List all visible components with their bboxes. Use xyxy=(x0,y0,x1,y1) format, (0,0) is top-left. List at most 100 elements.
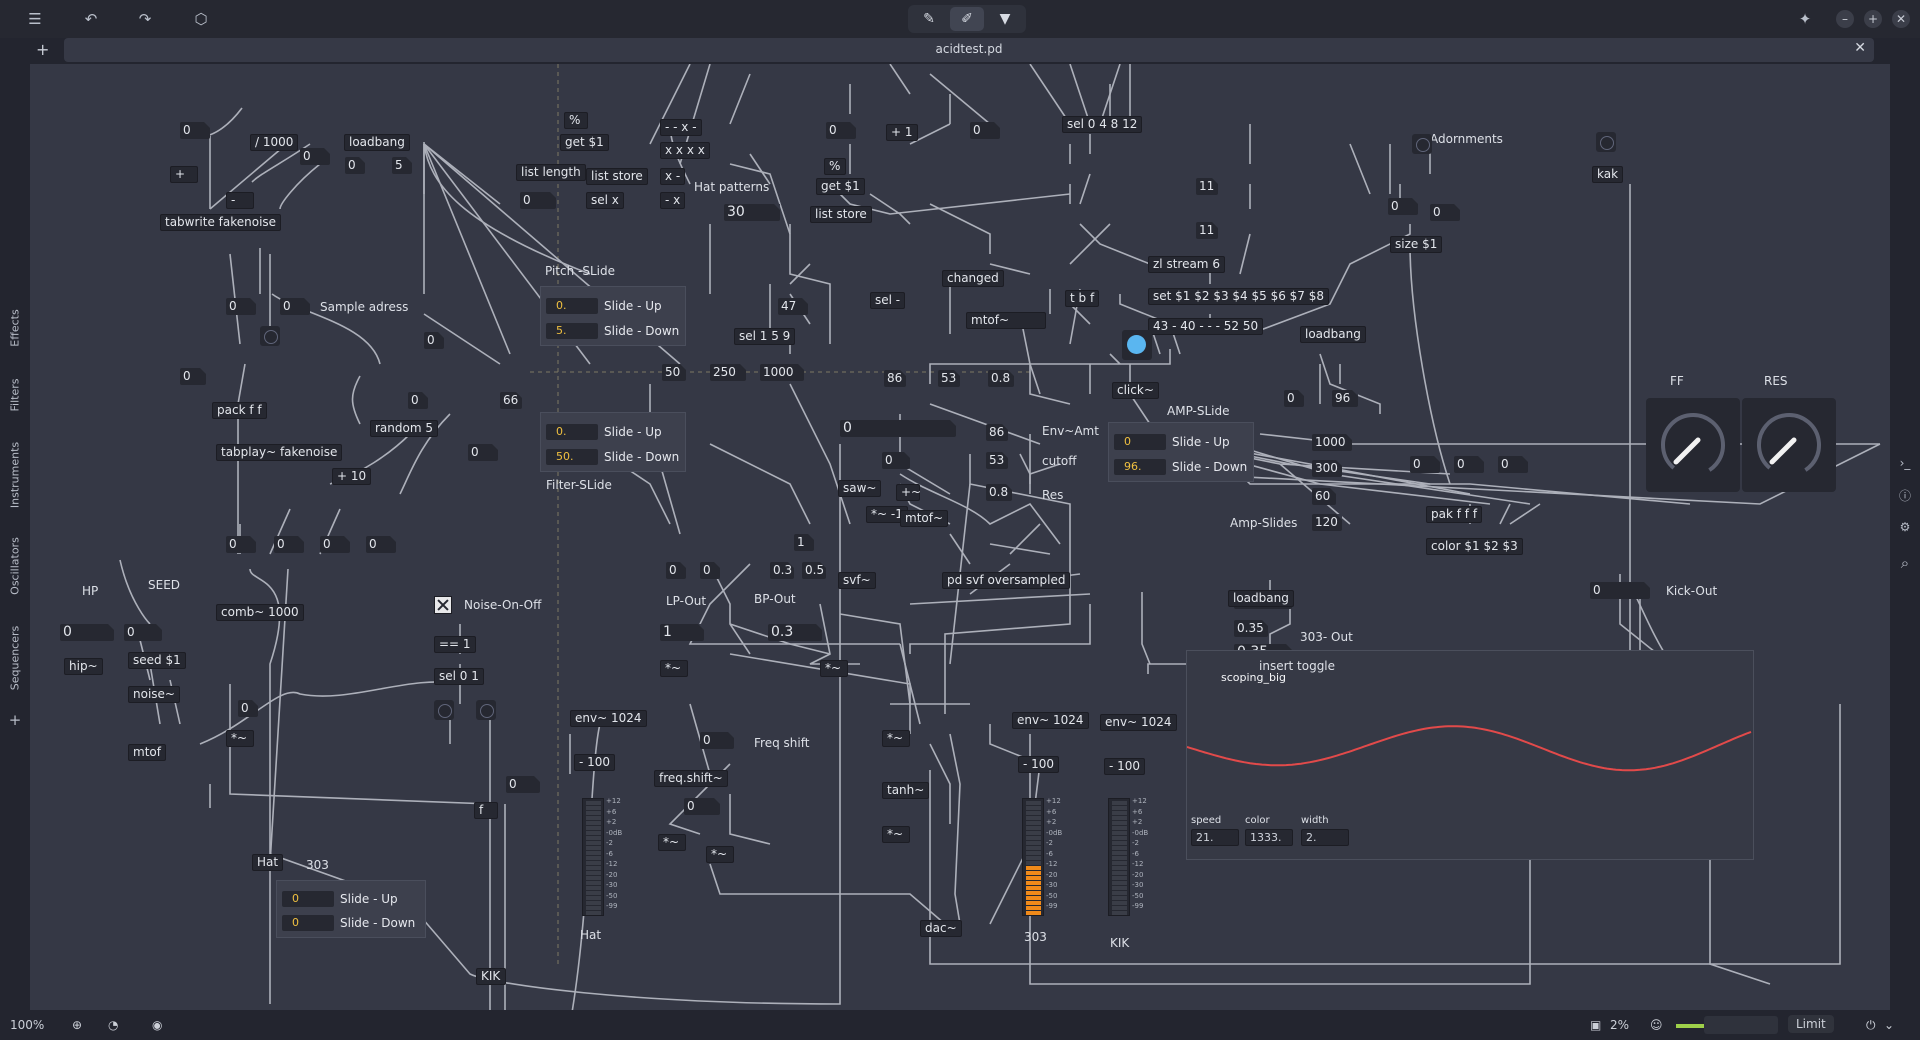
number-box-86[interactable]: 86 xyxy=(884,370,906,387)
number-box[interactable]: 0 xyxy=(1388,198,1418,215)
number-box-bp[interactable]: 0.3 xyxy=(768,624,822,641)
sidebar-tab-sequencers[interactable]: Sequencers xyxy=(8,625,22,691)
object-plus[interactable]: + xyxy=(170,166,198,183)
sidebar-add-icon[interactable]: + xyxy=(8,711,22,729)
bang-noise-0[interactable] xyxy=(434,700,454,720)
object-saw[interactable]: saw~ xyxy=(838,480,882,497)
object-click-noise[interactable]: Hat xyxy=(252,854,284,871)
object-get-2[interactable]: get $1 xyxy=(816,178,865,195)
object-mul-sig-final[interactable]: KIK xyxy=(476,968,506,985)
object-sel-0-1[interactable]: sel 0 1 xyxy=(434,668,484,685)
number-box[interactable]: 0 xyxy=(320,536,350,553)
object-minus-100-hat[interactable]: - 100 xyxy=(574,754,616,771)
object-dash-x[interactable]: - - x - xyxy=(660,119,702,136)
object-seed[interactable]: seed $1 xyxy=(128,652,186,669)
number-box[interactable]: 0 xyxy=(408,392,428,409)
number-box[interactable]: 0 xyxy=(468,444,498,461)
presentation-mode-icon[interactable]: ▼ xyxy=(999,11,1011,27)
bang-adorn[interactable] xyxy=(1412,134,1432,154)
object-svf[interactable]: svf~ xyxy=(838,572,876,589)
maximize-button[interactable]: + xyxy=(1864,10,1882,28)
object-env-kik[interactable]: env~ 1024 xyxy=(1100,714,1177,731)
number-box[interactable]: 0 xyxy=(180,368,206,385)
object-loadbang-2[interactable]: loadbang xyxy=(1300,326,1366,343)
object-loadbang[interactable]: loadbang xyxy=(344,134,410,151)
object-tabwrite[interactable]: tabwrite fakenoise xyxy=(160,214,282,231)
object-mul-sig-lp[interactable]: *~ xyxy=(660,660,688,677)
number-box-03[interactable]: 0.3 xyxy=(770,562,794,579)
number-box-05[interactable]: 0.5 xyxy=(802,562,826,579)
redo-icon[interactable]: ↷ xyxy=(138,10,152,28)
object-eq-one[interactable]: == 1 xyxy=(434,636,476,653)
number-box[interactable]: 0 xyxy=(274,536,304,553)
object-minus-x[interactable]: - x xyxy=(660,192,686,209)
object-freq-shift[interactable]: freq.shift~ xyxy=(654,770,728,787)
power-chevron-icon[interactable]: ⌄ xyxy=(1884,1018,1895,1032)
object-mul-sig-out[interactable]: *~ xyxy=(882,826,910,843)
patch-canvas[interactable]: 0 / 1000 0 loadbang 0 5 + - tabwrite fak… xyxy=(30,64,1890,1010)
filter-slide-up-value[interactable]: 0. xyxy=(546,424,598,440)
settings-icon[interactable]: ⚙ xyxy=(1899,520,1911,534)
number-box-seed[interactable]: 0 xyxy=(124,624,162,641)
object-modulo[interactable]: % xyxy=(564,112,588,129)
object-get[interactable]: get $1 xyxy=(560,134,609,151)
power-icon[interactable]: ⏻ xyxy=(1866,1018,1876,1032)
zoom-level[interactable]: 100% xyxy=(10,1018,45,1032)
object-sel-1-5-9[interactable]: sel 1 5 9 xyxy=(734,328,796,345)
object-click[interactable]: click~ xyxy=(1112,382,1159,399)
number-box-hat[interactable]: 30 xyxy=(724,204,780,221)
number-box[interactable]: 0 xyxy=(1430,204,1460,221)
number-box-035-b[interactable]: 0.35 xyxy=(1234,620,1268,637)
object-mtof[interactable]: mtof~ xyxy=(966,312,1046,329)
number-box[interactable]: 0 xyxy=(180,122,210,139)
number-box[interactable]: 0 xyxy=(366,536,396,553)
object-mtof-hp[interactable]: hip~ xyxy=(64,658,103,675)
toggle-noise[interactable] xyxy=(434,596,452,614)
sidebar-tab-oscillators[interactable]: Oscillators xyxy=(8,537,22,595)
number-box[interactable]: 11 xyxy=(1196,222,1218,239)
number-box[interactable]: 0 xyxy=(1454,456,1484,473)
object-set-list[interactable]: set $1 $2 $3 $4 $5 $6 $7 $8 xyxy=(1148,288,1330,305)
number-box[interactable]: 0 xyxy=(1410,456,1440,473)
console-icon[interactable]: ›_ xyxy=(1899,456,1911,470)
sidebar-tab-effects[interactable]: Effects xyxy=(8,309,22,347)
number-box-50[interactable]: 50 xyxy=(662,364,686,381)
tab-acidtest[interactable]: acidtest.pd ✕ xyxy=(64,38,1874,62)
number-box[interactable]: 0 xyxy=(1498,456,1528,473)
number-box[interactable]: 0 xyxy=(700,562,720,579)
face-icon[interactable]: ☺ xyxy=(1650,1018,1663,1032)
number-box[interactable]: 0 xyxy=(666,562,686,579)
object-sel-dash[interactable]: sel - xyxy=(870,292,906,309)
object-mul-sig-fs-b[interactable]: *~ xyxy=(706,846,734,863)
number-box-freq[interactable]: 0 xyxy=(700,732,734,749)
number-box[interactable]: 0 xyxy=(882,452,910,469)
amp-slide-down-value[interactable]: 96. xyxy=(1114,459,1166,475)
object-sel-0-4-8-12[interactable]: sel 0 4 8 12 xyxy=(1062,116,1143,133)
number-box[interactable]: 0 xyxy=(226,536,256,553)
minimize-button[interactable]: – xyxy=(1836,10,1854,28)
pitch-slide-down-value[interactable]: 5. xyxy=(546,323,598,339)
object-tanh[interactable]: tanh~ xyxy=(882,782,930,799)
object-modulo-2[interactable]: % xyxy=(824,158,846,175)
pitch-slide-up-value[interactable]: 0. xyxy=(546,298,598,314)
number-box-53[interactable]: 53 xyxy=(938,370,960,387)
object-mul-neg1[interactable]: *~ -1 xyxy=(866,506,908,523)
knob-ff[interactable] xyxy=(1646,398,1740,492)
number-box-lp[interactable]: 1 xyxy=(660,624,704,641)
object-plus-one[interactable]: + 1 xyxy=(886,124,918,141)
number-box[interactable]: 0 xyxy=(424,332,444,349)
filter-slide-down-value[interactable]: 50. xyxy=(546,449,598,465)
sidebar-tab-instruments[interactable]: Instruments xyxy=(8,441,22,509)
edit-mode-icon[interactable]: ✎ xyxy=(923,11,935,27)
knob-res[interactable] xyxy=(1742,398,1836,492)
scope-width-value[interactable]: 2. xyxy=(1301,829,1349,846)
scope-color-value[interactable]: 1333. xyxy=(1245,829,1293,846)
object-env-hat[interactable]: env~ 1024 xyxy=(570,710,647,727)
number-box-1000-b[interactable]: 1000 xyxy=(1312,434,1352,451)
undo-icon[interactable]: ↶ xyxy=(84,10,98,28)
sidebar-tab-filters[interactable]: Filters xyxy=(8,378,22,412)
color-icon[interactable]: ◔ xyxy=(108,1018,119,1032)
number-box-300[interactable]: 300 xyxy=(1312,460,1342,477)
object-message-pattern[interactable]: 43 - 40 - - - 52 50 xyxy=(1148,318,1264,335)
object-x-minus[interactable]: x - xyxy=(660,168,686,185)
